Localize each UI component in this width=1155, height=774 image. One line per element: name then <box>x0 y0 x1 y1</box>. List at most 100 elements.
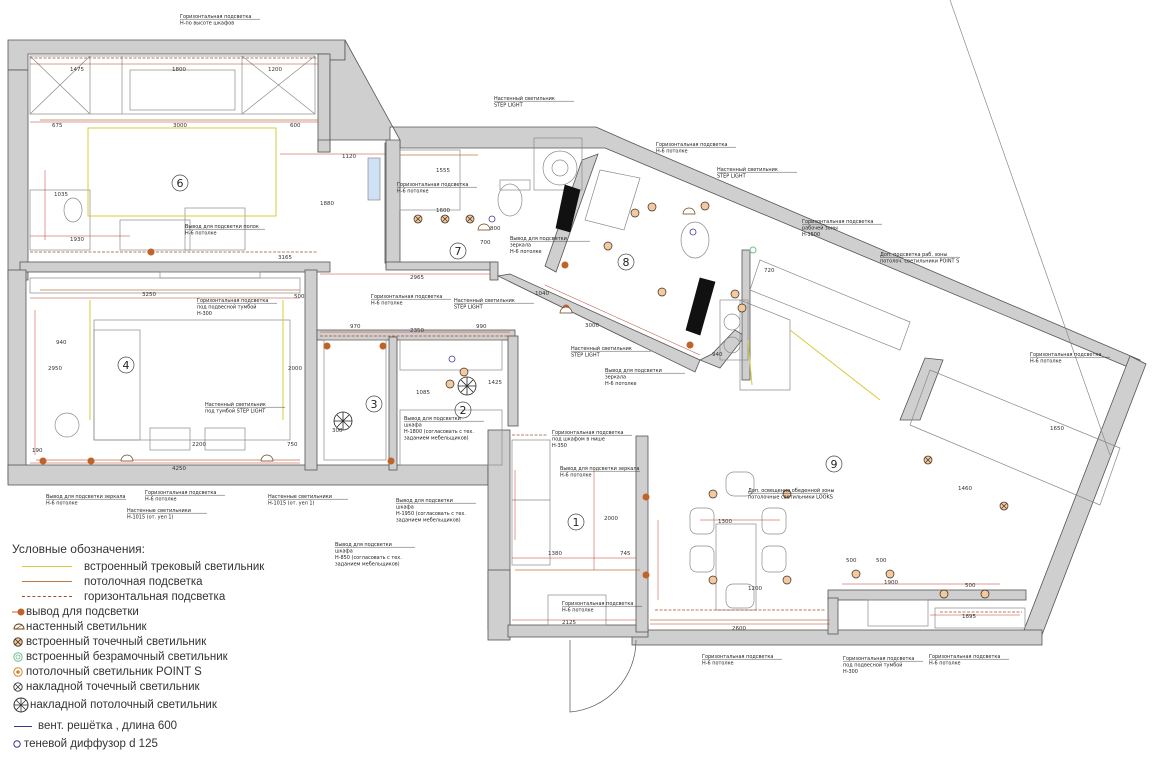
ceiling-lights <box>36 119 830 621</box>
callout-text: H-300 <box>843 669 858 675</box>
callout-text: Настенный светильник <box>571 345 632 352</box>
callout-text: H-6 потолке <box>929 661 961 667</box>
callout-text: H-6 потолке <box>510 249 542 255</box>
dimension-values: 1475 1800 1200 675 3000 600 1120 1880 10… <box>32 67 1064 632</box>
dim-value: 1800 <box>172 67 186 73</box>
dim-value: 745 <box>620 551 631 557</box>
dim-value: 940 <box>712 352 723 358</box>
callout-text: H-6 потолке <box>560 473 592 479</box>
callout-text: H-6 потолке <box>702 661 734 667</box>
dim-value: 2125 <box>562 620 576 626</box>
callout-text: H-6 потолке <box>656 149 688 155</box>
callout-text: под шкафом в нише <box>552 437 605 443</box>
legend: Условные обозначения: встроенный трековы… <box>12 542 312 751</box>
legend-label: накладной потолочный светильник <box>30 699 217 711</box>
callout-text: заданием мебельщиков) <box>396 517 461 524</box>
dim-value: 1475 <box>70 67 84 73</box>
dim-value: 2200 <box>192 442 206 448</box>
callout-text: H-1015 (от. уел 1) <box>127 515 174 521</box>
legend-item: настенный светильник <box>12 619 312 634</box>
callout-text: под подвесной тумбой <box>843 662 903 669</box>
callout-text: H-1950 (согласовать с тех. <box>396 511 466 517</box>
callout-text: Горизонтальная подсветка <box>656 142 727 148</box>
callout-text: Горизонтальная подсветка <box>1030 352 1101 358</box>
dim-value: 1085 <box>416 390 430 396</box>
callout-text: H-6 потолке <box>46 501 78 507</box>
callout-text: Горизонтальная подсветка <box>802 219 873 225</box>
callout-text: Вывод для подсветки <box>404 416 461 422</box>
callout-text: H-350 <box>552 443 567 449</box>
walls <box>7 39 1147 646</box>
legend-item: встроенный трековый светильник <box>12 559 312 574</box>
callout-text: Горизонтальная подсветка <box>929 654 1000 660</box>
outlet-icon <box>12 608 25 615</box>
callout-text: Вывод для подсветки зеркала <box>46 494 125 500</box>
callout-text: Вывод для подсветки полок <box>185 224 259 230</box>
dim-value: 750 <box>287 442 298 448</box>
surface-ceiling-icon <box>13 697 29 713</box>
callout-text: Горизонтальная подсветка <box>180 14 251 20</box>
room-number-8: 8 <box>623 256 630 269</box>
point-s-icon <box>13 666 23 677</box>
callout-text: Настенный светильник <box>717 166 778 173</box>
dim-value: 1555 <box>436 168 450 174</box>
dim-value: 1600 <box>436 208 450 214</box>
room-number-2: 2 <box>460 404 467 417</box>
dim-value: 2965 <box>410 275 424 281</box>
room-numbers: 6 7 8 4 3 2 1 9 <box>117 174 843 531</box>
callout-text: Вывод для подсветки <box>605 368 662 374</box>
wall-lamp-icon <box>13 623 25 629</box>
dim-value: 3250 <box>142 292 156 298</box>
legend-label: вент. решётка , длина 600 <box>38 720 178 732</box>
callout-c-dining: Доп. освещение обеденной зоныпотолочные … <box>748 487 835 501</box>
callout-text: Горизонтальная подсветка <box>397 182 468 188</box>
dim-value: 1650 <box>1050 426 1064 432</box>
callout-text: шкафа <box>396 505 414 511</box>
legend-label: потолочная подсветка <box>84 575 203 588</box>
callout-text: H-6 потолке <box>1030 359 1062 365</box>
track-lights <box>87 127 881 420</box>
callout-text: Вывод для подсветки <box>510 236 567 242</box>
legend-label: горизонтальная подсветка <box>84 590 226 603</box>
callout-text: Доп. освещение обеденной зоны <box>748 487 835 494</box>
callout-text: рабочей зоны <box>802 225 838 232</box>
legend-item: вент. решётка , длина 600 <box>12 716 312 736</box>
legend-item: горизонтальная подсветка <box>12 589 312 604</box>
callout-text: Вывод для подсветки <box>335 542 392 548</box>
dim-value: 1900 <box>884 580 898 586</box>
dim-value: 1425 <box>488 380 502 386</box>
legend-label: вывод для подсветки <box>26 605 139 618</box>
callout-text: H-1015 (от. уел 1) <box>268 501 315 507</box>
dim-value: 1120 <box>342 154 356 160</box>
callout-text: STEP LIGHT <box>717 174 747 180</box>
outlets <box>39 248 694 579</box>
room-number-4: 4 <box>123 359 130 372</box>
callout-text: зеркала <box>510 243 531 249</box>
dim-value: 500 <box>294 294 305 300</box>
legend-label: потолочный светильник POINT S <box>26 665 202 678</box>
callout-text: H-1800 (согласовать с тех. <box>404 429 474 435</box>
dim-value: 3165 <box>278 255 292 261</box>
dim-value: 1200 <box>268 67 282 73</box>
room-number-3: 3 <box>371 398 378 411</box>
room-number-6: 6 <box>177 177 184 190</box>
legend-item: накладной потолочный светильник <box>12 694 312 716</box>
